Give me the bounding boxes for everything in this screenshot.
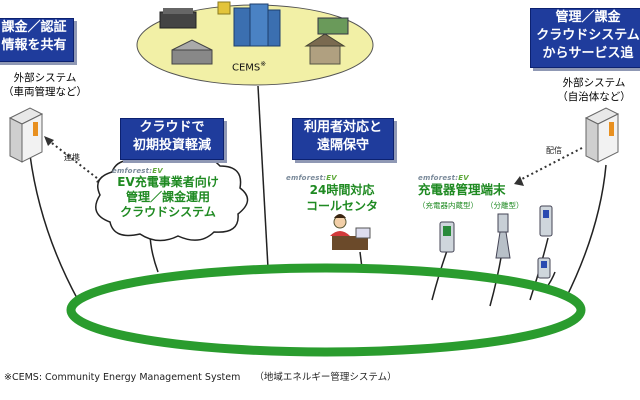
cloud-text-line1: EV充電事業者向け <box>117 175 219 189</box>
shared-box-line1: 課金／認証 <box>1 20 67 35</box>
charger-note-builtin: （充電器内蔵型） <box>418 201 478 210</box>
remote-box-line1: 利用者対応と <box>303 120 382 135</box>
remote-box-line2: 遠隔保守 <box>316 138 369 153</box>
charger-brand-logo: emforest:EV <box>418 174 469 182</box>
line-cems <box>257 85 269 269</box>
arrow-right-head <box>514 176 524 186</box>
call-center-line2: コールセンタ <box>305 199 378 213</box>
cloud-investment-box: クラウドで 初期投資軽減 <box>120 118 224 160</box>
cems-buildings <box>159 1 349 65</box>
cems-label-mark: ※ <box>260 60 267 68</box>
left-server-icon <box>8 107 44 163</box>
delivery-arrow-label: 配信 <box>546 146 562 155</box>
call-center-brand-logo: emforest:EV <box>286 174 337 182</box>
footnote-japanese: （地域エネルギー管理システム） <box>254 372 397 383</box>
dotted-arrows <box>47 139 583 183</box>
cems-label-text: CEMS <box>232 62 261 74</box>
line-right-server <box>564 164 607 301</box>
arrow-left-link <box>47 139 103 183</box>
arrow-right-delivery <box>519 147 583 181</box>
service-box-line1: 管理／課金 <box>555 10 621 25</box>
cloud-box-line1: クラウドで <box>139 120 205 135</box>
left-caption-line1: 外部システム <box>13 72 77 84</box>
arrow-left-head-a <box>44 136 54 146</box>
shared-billing-auth-box: 課金／認証 情報を共有 <box>0 18 74 62</box>
cloud-brand-logo: emforest:EV <box>112 167 163 175</box>
cloud-system-text: EV充電事業者向け 管理／課金運用 クラウドシステム <box>108 175 228 220</box>
right-caption-line1: 外部システム <box>562 77 626 89</box>
cloud-brand-suffix: EV <box>152 167 163 175</box>
right-server-icon <box>584 107 620 163</box>
left-external-system-caption: 外部システム （車両管理など） <box>0 71 90 99</box>
link-arrow-label: 連携 <box>64 153 80 162</box>
footnote-english: ※CEMS: Community Energy Management Syste… <box>4 372 241 383</box>
left-caption-line2: （車両管理など） <box>3 86 87 98</box>
charger-brand-suffix: EV <box>458 174 469 182</box>
operator-illustration <box>330 214 371 250</box>
right-caption-line2: （自治体など） <box>557 91 631 103</box>
call-center-line1: 24時間対応 <box>309 183 375 197</box>
line-left-server <box>29 154 79 301</box>
right-external-system-caption: 外部システム （自治体など） <box>548 76 640 104</box>
charger-devices <box>439 205 553 279</box>
cems-footnote: ※CEMS: Community Energy Management Syste… <box>4 369 397 383</box>
call-center-brand-prefix: emforest <box>286 174 324 182</box>
remote-support-box: 利用者対応と 遠隔保守 <box>292 118 394 160</box>
cems-label: CEMS※ <box>232 60 266 73</box>
cloud-box-line2: 初期投資軽減 <box>132 138 211 153</box>
cloud-text-line3: クラウドシステム <box>120 205 216 219</box>
network-ring <box>66 263 586 357</box>
call-center-text: 24時間対応 コールセンタ <box>296 182 388 214</box>
charger-note-separate: （分離型） <box>486 201 524 210</box>
cloud-text-line2: 管理／課金運用 <box>125 190 210 204</box>
cloud-brand-prefix: emforest <box>112 167 150 175</box>
call-center-brand-suffix: EV <box>326 174 337 182</box>
charger-title: 充電器管理端末 <box>418 182 506 197</box>
service-box-line2: クラウドシステム <box>536 28 640 43</box>
charger-brand-prefix: emforest <box>418 174 456 182</box>
cloud-service-box: 管理／課金 クラウドシステム からサービス追 <box>530 8 640 68</box>
service-box-line3: からサービス追 <box>542 46 634 61</box>
shared-box-line2: 情報を共有 <box>1 38 67 53</box>
cloud-shape <box>95 153 249 242</box>
